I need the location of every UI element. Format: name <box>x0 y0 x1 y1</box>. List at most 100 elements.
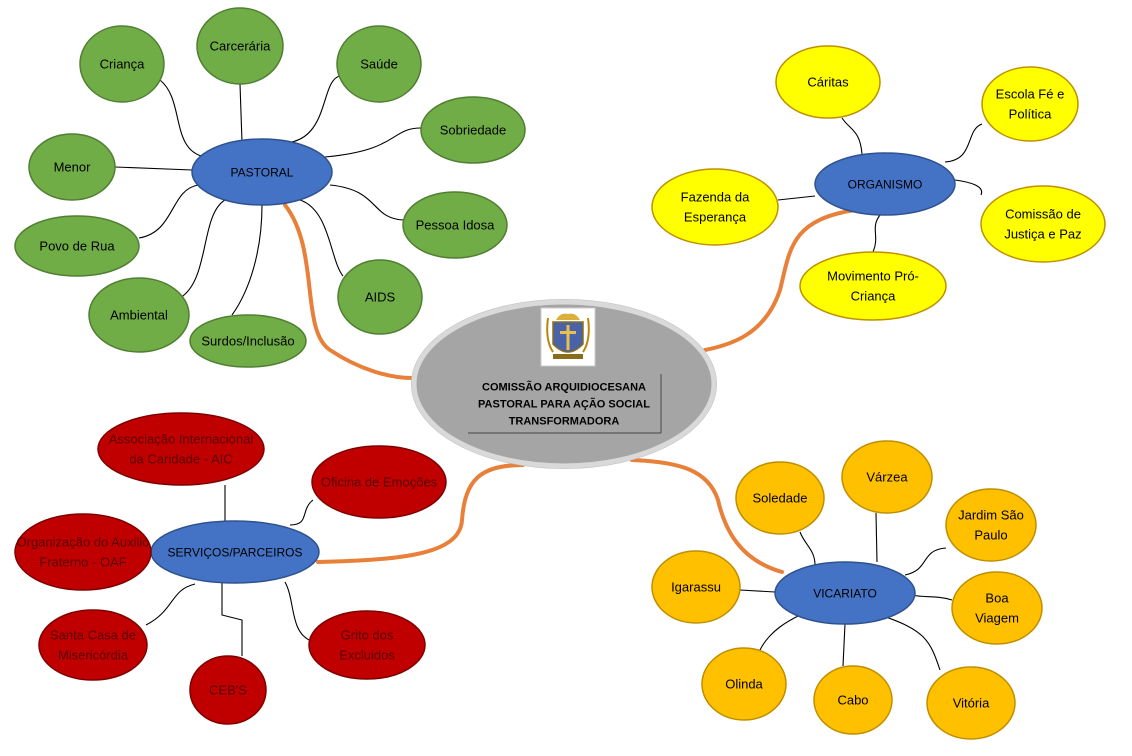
connector-povo-de-rua <box>138 184 199 239</box>
node-ambiental[interactable] <box>88 277 190 353</box>
connector-aids <box>299 199 344 277</box>
connector-movimento-pro-crianca <box>872 214 881 253</box>
nodes <box>14 7 1106 740</box>
node-label-olinda: Olinda <box>725 677 763 692</box>
node-surdos-inclusao[interactable] <box>189 314 307 368</box>
node-oficina-de-emocoes[interactable] <box>311 445 447 519</box>
connector-ambiental <box>179 199 226 299</box>
connector-surdos-inclusao <box>231 204 263 316</box>
connector-crianca <box>159 79 206 158</box>
node-igarassu[interactable] <box>651 550 741 624</box>
connector-saude <box>284 75 341 144</box>
node-fazenda-da-esperanca[interactable] <box>651 168 779 246</box>
node-label-soledade: Soledade <box>753 491 808 506</box>
node-menor[interactable] <box>28 133 116 201</box>
hub-node-organismo[interactable] <box>814 152 956 216</box>
node-povo-de-rua[interactable] <box>14 215 140 277</box>
node-label-surdos-inclusao: Surdos/Inclusão <box>201 334 294 349</box>
connector-vitoria <box>879 614 941 671</box>
node-label-ambiental: Ambiental <box>110 308 168 323</box>
node-cabo[interactable] <box>813 665 893 735</box>
node-saude[interactable] <box>336 25 422 103</box>
hub-label-servicos: SERVIÇOS/PARCEIROS <box>168 546 303 560</box>
node-label-jardim-sao-paulo-line-1: Jardim São <box>958 508 1024 523</box>
node-label-boa-viagem-line-2: Viagem <box>975 611 1019 626</box>
node-carceraria[interactable] <box>196 7 284 85</box>
node-label-crianca: Criança <box>100 57 146 72</box>
hub-node-pastoral[interactable] <box>191 138 333 206</box>
center-node[interactable] <box>411 299 717 469</box>
node-soledade[interactable] <box>735 461 825 535</box>
center-title-line-2: PASTORAL PARA AÇÃO SOCIAL <box>478 398 650 411</box>
node-label-santa-casa-de-misericordia-line-1: Santa Casa de <box>50 628 136 643</box>
node-crianca[interactable] <box>79 25 165 103</box>
connector-ceb-s <box>221 583 243 656</box>
node-label-associacao-internacional-da-caridade-aic-line-1: Associação Internacional <box>109 432 254 447</box>
node-label-fazenda-da-esperanca-line-2: Esperança <box>684 210 747 225</box>
node-label-comissao-de-justica-e-paz-line-1: Comissão de <box>1005 207 1081 222</box>
connector-soledade <box>799 531 816 566</box>
main-connector-1 <box>283 203 414 380</box>
connector-grito-dos-excluidos <box>284 581 310 641</box>
node-varzea[interactable] <box>841 440 933 514</box>
connector-pessoa-idosa <box>329 184 404 221</box>
connector-sobriedade <box>324 127 422 158</box>
node-comissao-de-justica-e-paz[interactable] <box>980 185 1106 263</box>
node-boa-viagem[interactable] <box>951 571 1043 645</box>
node-grito-dos-excluidos[interactable] <box>308 610 426 680</box>
node-label-menor: Menor <box>54 160 92 175</box>
main-connector-2 <box>703 208 857 352</box>
node-label-movimento-pro-crianca-line-1: Movimento Pró- <box>827 269 919 284</box>
node-santa-casa-de-misericordia[interactable] <box>38 609 148 681</box>
node-caritas[interactable] <box>775 45 881 119</box>
node-label-cabo: Cabo <box>837 693 868 708</box>
node-label-sobriedade: Sobriedade <box>440 123 507 138</box>
connector-caritas <box>841 117 863 155</box>
node-pessoa-idosa[interactable] <box>402 191 508 259</box>
node-label-organizacao-do-auxilio-fraterno-oaf-line-2: Fraterno - OAF <box>39 555 126 570</box>
coat-of-arms-icon <box>540 307 596 367</box>
hub-node-vicariato[interactable] <box>774 561 916 625</box>
node-label-boa-viagem-line-1: Boa <box>985 591 1009 606</box>
connector-boa-viagem <box>911 594 953 601</box>
connector-igarassu <box>739 589 776 593</box>
node-label-grito-dos-excluidos-line-2: Excluidos <box>339 648 395 663</box>
center-title-line-1: COMISSÃO ARQUIDIOCESANA <box>482 381 646 394</box>
node-label-ceb-s: CEB'S <box>209 683 247 698</box>
connector-olinda <box>759 614 801 651</box>
node-label-saude: Saúde <box>360 57 398 72</box>
node-associacao-internacional-da-caridade-aic[interactable] <box>97 412 265 486</box>
connector-jardim-sao-paulo <box>904 547 947 576</box>
node-label-comissao-de-justica-e-paz-line-2: Justiça e Paz <box>1004 227 1081 242</box>
node-label-pessoa-idosa: Pessoa Idosa <box>416 218 496 233</box>
connector-santa-casa-de-misericordia <box>145 583 196 626</box>
connector-comissao-de-justica-e-paz <box>954 179 983 196</box>
connectors <box>114 75 983 671</box>
node-label-associacao-internacional-da-caridade-aic-line-2: da Caridade - AIC <box>129 452 232 467</box>
node-sobriedade[interactable] <box>420 96 526 164</box>
node-jardim-sao-paulo[interactable] <box>945 488 1037 562</box>
connector-escola-fe-e-politica <box>944 123 983 163</box>
node-label-movimento-pro-crianca-line-2: Criança <box>851 289 897 304</box>
node-label-igarassu: Igarassu <box>671 580 721 595</box>
node-label-santa-casa-de-misericordia-line-2: Misericórdia <box>58 648 129 663</box>
main-connector-3 <box>316 463 525 564</box>
node-vitoria[interactable] <box>926 666 1016 740</box>
node-label-grito-dos-excluidos-line-1: Grito dos <box>341 628 394 643</box>
node-label-organizacao-do-auxilio-fraterno-oaf-line-1: Organização do Auxilio <box>17 535 150 550</box>
connector-fazenda-da-esperanca <box>777 195 816 201</box>
node-organizacao-do-auxilio-fraterno-oaf[interactable] <box>14 513 152 591</box>
node-label-aids: AIDS <box>365 290 396 305</box>
node-olinda[interactable] <box>701 647 787 721</box>
node-label-vitoria: Vitória <box>953 696 990 711</box>
connector-varzea <box>875 512 878 563</box>
node-ceb-s[interactable] <box>189 655 267 725</box>
main-connector-4 <box>630 458 784 574</box>
node-movimento-pro-crianca[interactable] <box>799 251 947 321</box>
node-label-escola-fe-e-politica-line-2: Política <box>1009 107 1052 122</box>
node-aids[interactable] <box>337 259 423 335</box>
node-label-povo-de-rua: Povo de Rua <box>39 239 115 254</box>
node-label-carceraria: Carcerária <box>210 39 271 54</box>
node-label-jardim-sao-paulo-line-2: Paulo <box>974 528 1007 543</box>
node-escola-fe-e-politica[interactable] <box>981 66 1079 142</box>
